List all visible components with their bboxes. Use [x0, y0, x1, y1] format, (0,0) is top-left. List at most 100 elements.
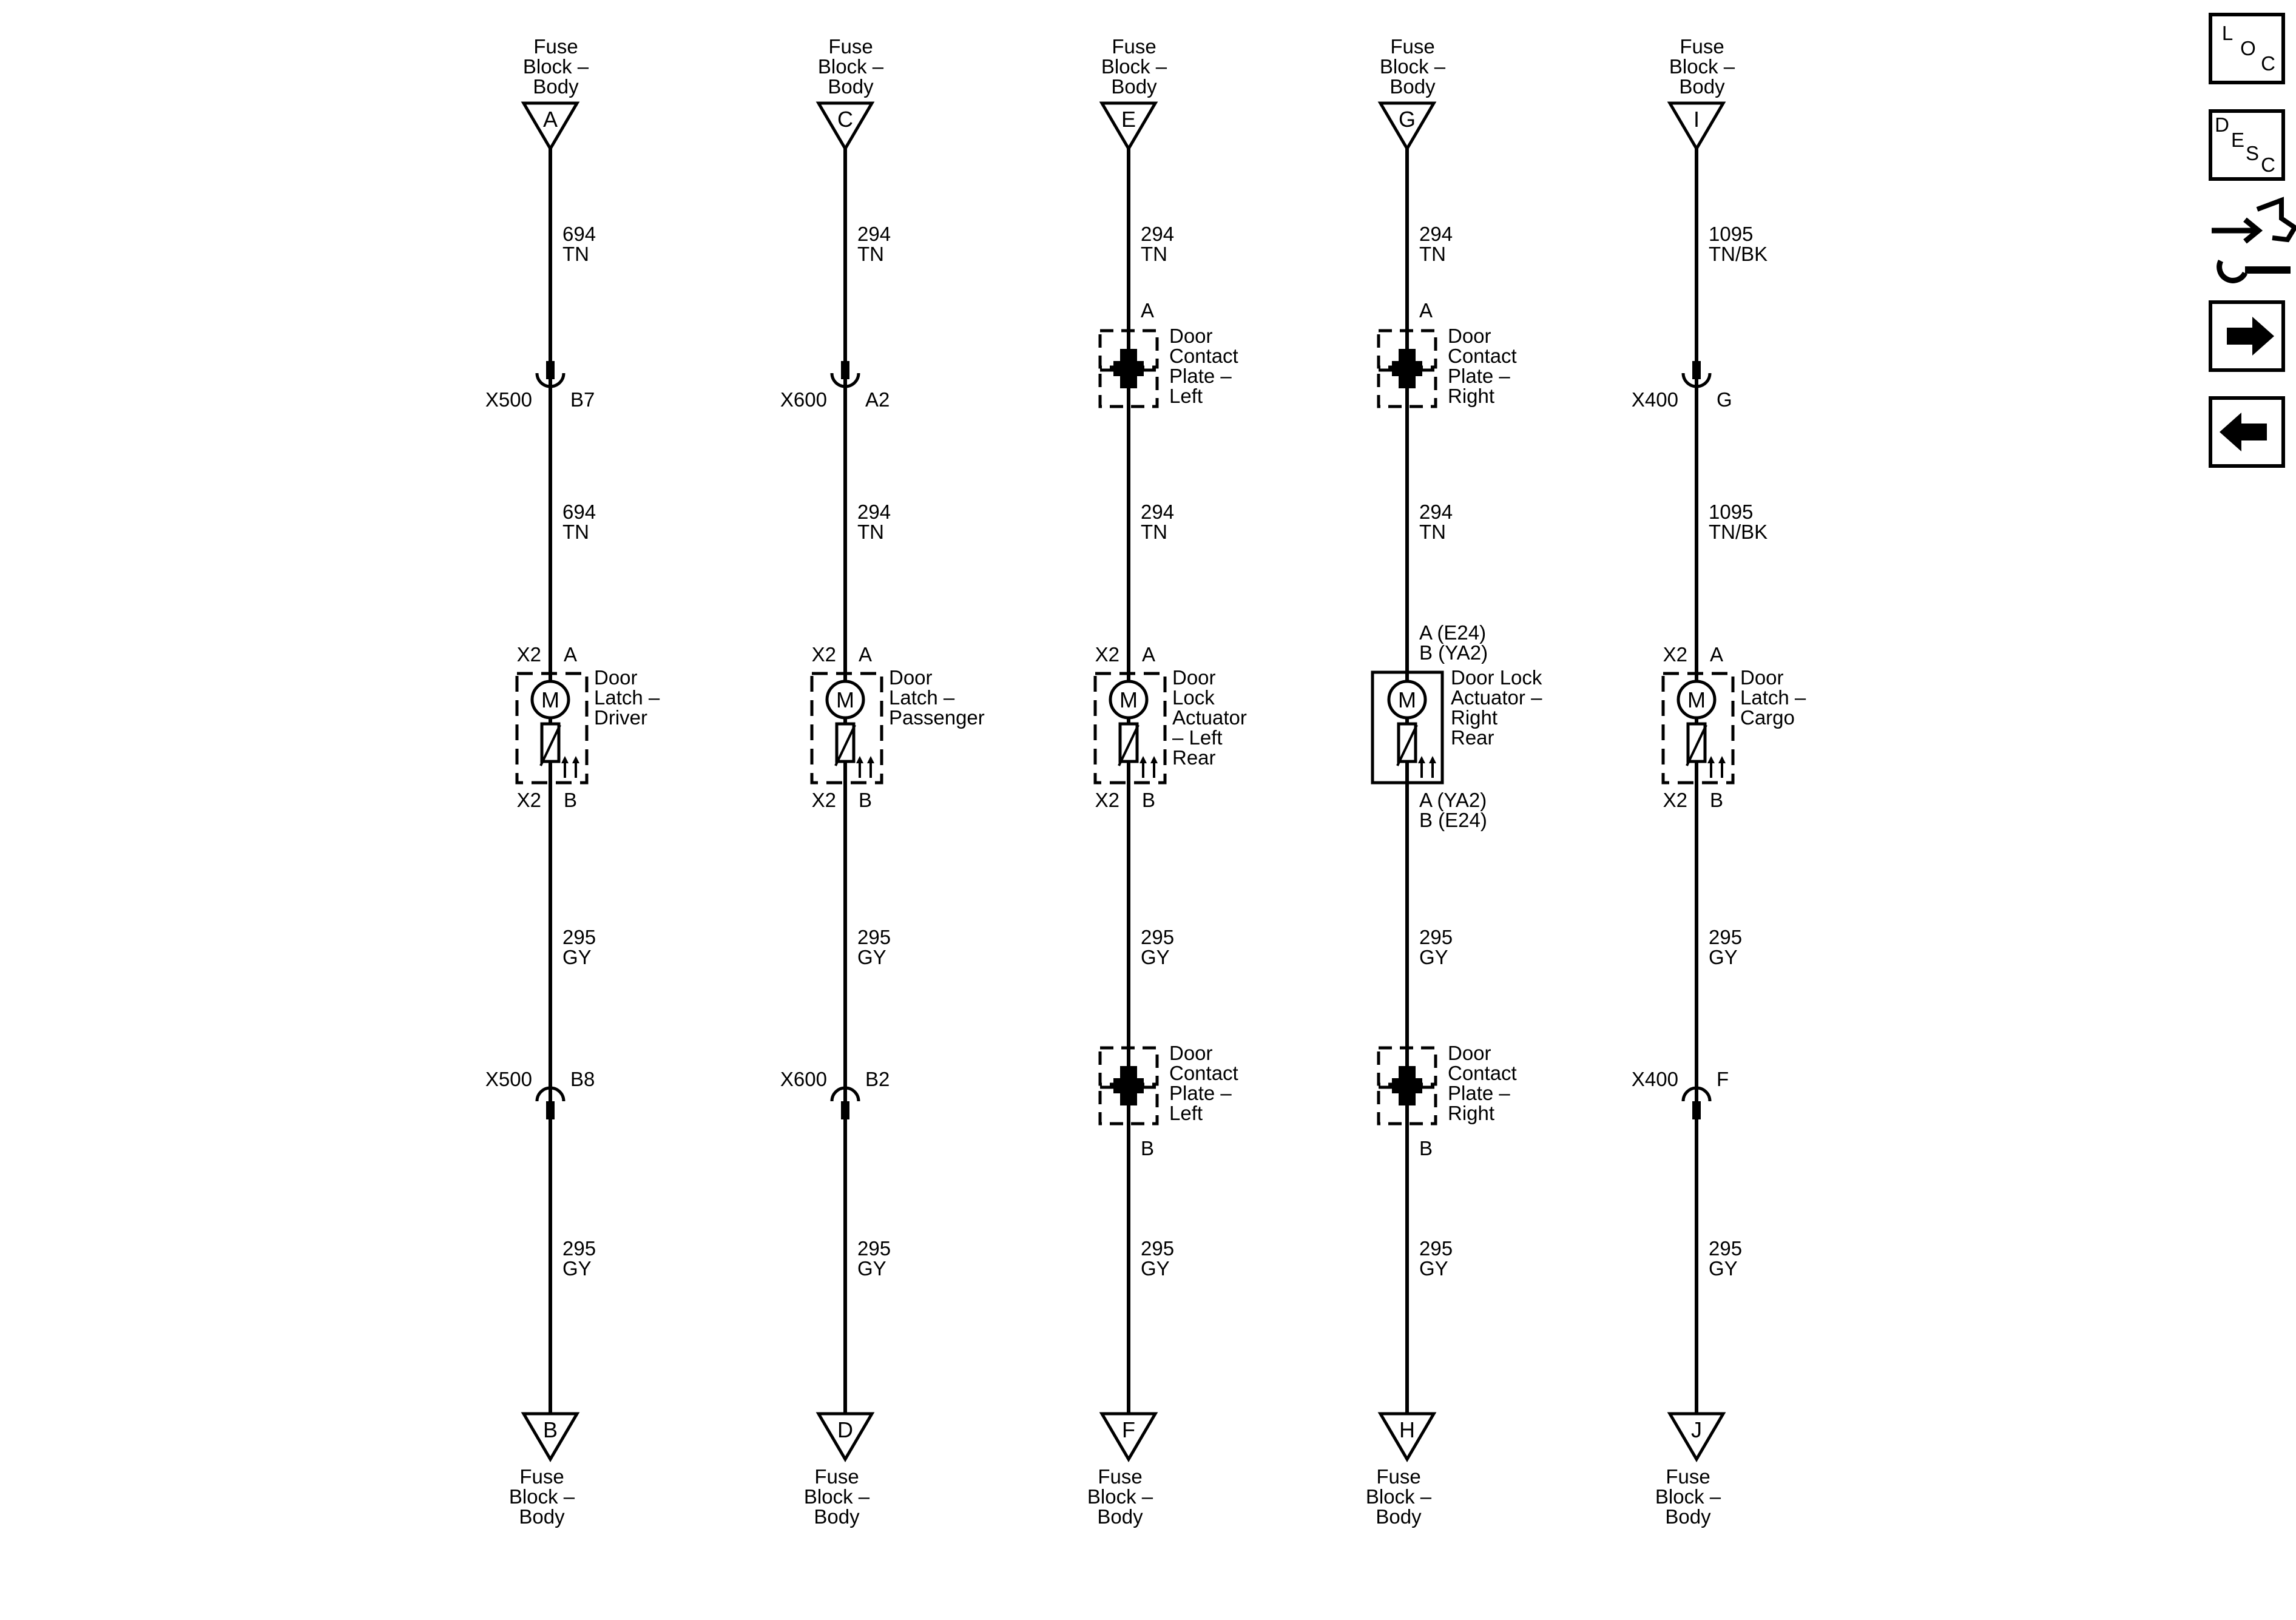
- device-pin-label: A (YA2): [1419, 789, 1487, 811]
- fuse-block-label: Fuse: [814, 1465, 859, 1488]
- fuse-block-label: Body: [533, 75, 579, 98]
- device-connector-label: X2: [1663, 643, 1687, 666]
- loc-button[interactable]: LOC: [2209, 13, 2285, 84]
- connector-pin-label: B7: [570, 388, 595, 411]
- arrow-icon: [1429, 756, 1436, 763]
- device-name: Passenger: [889, 706, 985, 729]
- fuse-block-label: Body: [828, 75, 874, 98]
- plate-name: Plate –: [1448, 1082, 1510, 1104]
- wire-label: 295: [1419, 926, 1453, 948]
- device-pin-label: A: [1142, 643, 1155, 666]
- plate-name: Door: [1169, 325, 1213, 347]
- desc-letter: D: [2215, 113, 2229, 136]
- device-outline: [1371, 670, 1444, 785]
- device-connector-label: X2: [812, 789, 836, 811]
- prev-button[interactable]: [2209, 396, 2285, 468]
- fuse-block-label: Block –: [804, 1485, 870, 1508]
- device-outline: [810, 672, 883, 785]
- wire-label: TN: [562, 521, 589, 543]
- plate-outline: [1377, 1046, 1437, 1086]
- fuse-block-label: Fuse: [1112, 35, 1156, 58]
- wire-label: TN/BK: [1709, 243, 1768, 265]
- fuse-block-label: Block –: [1669, 55, 1735, 78]
- wire-label: TN: [1419, 521, 1446, 543]
- device-name: Actuator: [1172, 706, 1247, 729]
- plate-name: Contact: [1169, 1062, 1238, 1084]
- contact-pin: [1399, 376, 1416, 388]
- fuse-block-label: Body: [1376, 1505, 1422, 1528]
- plate-name: Door: [1448, 325, 1491, 347]
- fuse-block-pin-triangle: [1667, 1412, 1726, 1462]
- device-name: Door: [889, 666, 933, 689]
- next-button[interactable]: [2209, 300, 2285, 372]
- device-pin-label: B: [564, 789, 577, 811]
- wire-label: 295: [562, 926, 596, 948]
- arrow-icon: [1150, 756, 1158, 763]
- contact-pin: [1120, 349, 1137, 361]
- arrow-left-icon: [2220, 413, 2267, 451]
- device-pin-label: B: [859, 789, 872, 811]
- fuse-block-label: Block –: [818, 55, 884, 78]
- fuse-block-pin-triangle: [815, 101, 875, 152]
- fuse-block-label: Body: [1389, 75, 1436, 98]
- contact-terminal: [1392, 1081, 1422, 1093]
- wire-label: GY: [1419, 1257, 1448, 1280]
- button-frame: [2209, 13, 2285, 84]
- wire-label: 295: [1709, 926, 1742, 948]
- fuse-block-label: Fuse: [1390, 35, 1434, 58]
- inline-connector-socket: [830, 1086, 860, 1102]
- device-name: Right: [1451, 706, 1497, 729]
- fuse-pin-letter: D: [837, 1417, 853, 1442]
- device-outline: [1661, 672, 1735, 785]
- loc-letter: L: [2222, 22, 2233, 44]
- inline-connector-socket: [830, 373, 860, 388]
- connector-icon: [2256, 197, 2296, 243]
- wire-label: 295: [857, 926, 891, 948]
- wrench-head: [2217, 259, 2248, 283]
- device-name: Door: [594, 666, 638, 689]
- fuse-block-pin-triangle: [1099, 101, 1158, 152]
- device-name: Actuator –: [1451, 686, 1542, 709]
- wire-label: 694: [562, 223, 596, 245]
- fuse-block-label: Body: [519, 1505, 565, 1528]
- device-pin-label: A: [564, 643, 577, 666]
- connector-pin-label: G: [1717, 388, 1732, 411]
- motor-letter: M: [1119, 687, 1138, 712]
- fuse-block-pin-triangle: [1667, 101, 1726, 152]
- fuse-block-label: Body: [1679, 75, 1725, 98]
- fuse-block-label: Block –: [1101, 55, 1167, 78]
- inline-connector-pin: [1692, 1101, 1701, 1119]
- wire-label: TN: [1141, 521, 1167, 543]
- device-outline: [1093, 672, 1167, 785]
- fuse-block-pin-triangle: [521, 1412, 580, 1462]
- contact-terminal: [1113, 364, 1144, 376]
- wire-label: 295: [1419, 1237, 1453, 1260]
- device-name: Latch –: [889, 686, 955, 709]
- device-name: Driver: [594, 706, 647, 729]
- fuse-pin-letter: C: [837, 107, 853, 132]
- fuse-block-label: Block –: [1380, 55, 1446, 78]
- arrow-right-icon: [2227, 317, 2274, 356]
- connector-pin-label: F: [1717, 1068, 1729, 1090]
- device-connector-label: X2: [517, 789, 541, 811]
- device-name: Lock: [1172, 686, 1215, 709]
- wire-label: GY: [1709, 1257, 1738, 1280]
- connector-wrench-icon[interactable]: [2212, 197, 2296, 283]
- plate-outline: [1098, 1046, 1159, 1086]
- plate-pin-label: A: [1419, 299, 1433, 322]
- plate-name: Left: [1169, 1102, 1203, 1124]
- inline-connector-pin: [1692, 361, 1701, 379]
- wire-label: 294: [1141, 223, 1174, 245]
- fuse-pin-letter: E: [1121, 107, 1136, 132]
- plate-name: Door: [1448, 1042, 1491, 1064]
- fuse-block-pin-triangle: [1377, 1412, 1437, 1462]
